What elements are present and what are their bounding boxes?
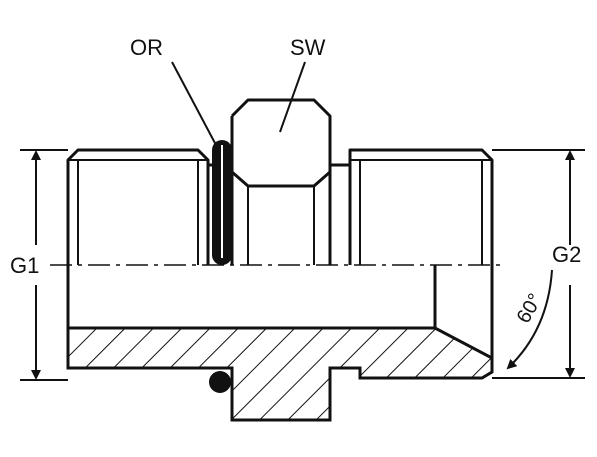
g2-dimension <box>492 149 585 379</box>
sw-label: SW <box>290 35 326 60</box>
angle-arc <box>506 269 553 370</box>
section-hatch <box>66 326 494 422</box>
or-label: OR <box>130 35 163 60</box>
g1-label: G1 <box>10 253 39 278</box>
g2-label: G2 <box>552 242 581 267</box>
or-leader <box>171 61 217 146</box>
angle-label: 60° <box>513 290 547 327</box>
sw-leader <box>279 61 306 133</box>
fitting-outline <box>66 98 494 358</box>
g1-dimension <box>20 149 68 381</box>
o-ring-bottom <box>209 371 231 393</box>
